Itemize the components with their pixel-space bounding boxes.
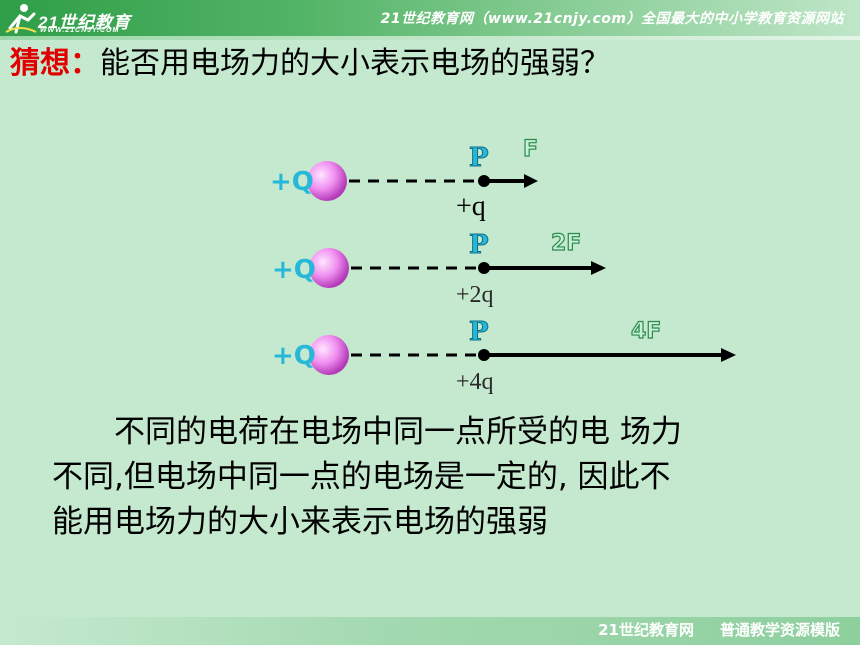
explanation-text: 不同的电荷在电场中同一点所受的电 场力 不同,但电场中同一点的电场是一定的, 因… (52, 410, 837, 545)
title-label: 猜想： (10, 46, 100, 81)
source-charge-label-3: +Q (272, 341, 316, 371)
test-charge-label-1: +q (456, 191, 486, 222)
footer-bar: 21世纪教育网 普通教学资源模版 (0, 617, 860, 645)
point-label-3: P (469, 317, 490, 347)
source-charge-sphere-2 (309, 248, 349, 288)
explanation-line-2: 不同,但电场中同一点的电场是一定的, 因此不 (52, 459, 671, 495)
force-arrowhead-1 (524, 174, 538, 188)
force-label-3: 4F (630, 319, 662, 344)
logo-text: 21世纪教育 (38, 13, 131, 32)
source-charge-label-2: +Q (272, 255, 316, 285)
point-label-1: P (469, 143, 490, 173)
point-label-2: P (469, 230, 490, 260)
logo-subtext: WWW.21CNJY.COM (40, 27, 120, 34)
force-arrowhead-2 (591, 261, 606, 275)
site-logo[interactable]: 21世纪教育 WWW.21CNJY.COM (4, 2, 144, 36)
explanation-line-3: 能用电场力的大小来表示电场的强弱 (52, 504, 548, 540)
header-slogan: 21世纪教育网（www.21cnjy.com）全国最大的中小学教育资源网站 (380, 11, 844, 27)
source-charge-sphere-3 (309, 335, 349, 375)
title-question: 能否用电场力的大小表示电场的强弱？ (100, 46, 610, 81)
footer-text: 21世纪教育网 普通教学资源模版 (598, 619, 840, 640)
test-charge-label-3: +4q (456, 369, 494, 395)
force-label-1: F (522, 137, 539, 162)
runner-logo-icon (5, 4, 37, 34)
source-charge-sphere-1 (307, 161, 347, 201)
test-charge-label-2: +2q (456, 282, 494, 308)
force-label-2: 2F (550, 231, 582, 256)
explanation-line-1: 不同的电荷在电场中同一点所受的电 场力 (114, 414, 682, 450)
force-arrowhead-3 (721, 348, 736, 362)
slide-title: 猜想：能否用电场力的大小表示电场的强弱？ (10, 42, 610, 86)
header-bar: 21世纪教育 WWW.21CNJY.COM 21世纪教育网（www.21cnjy… (0, 0, 860, 40)
source-charge-label-1: +Q (270, 167, 314, 197)
footer-site[interactable]: 21世纪教育网 (598, 621, 694, 639)
footer-template: 普通教学资源模版 (719, 621, 840, 639)
